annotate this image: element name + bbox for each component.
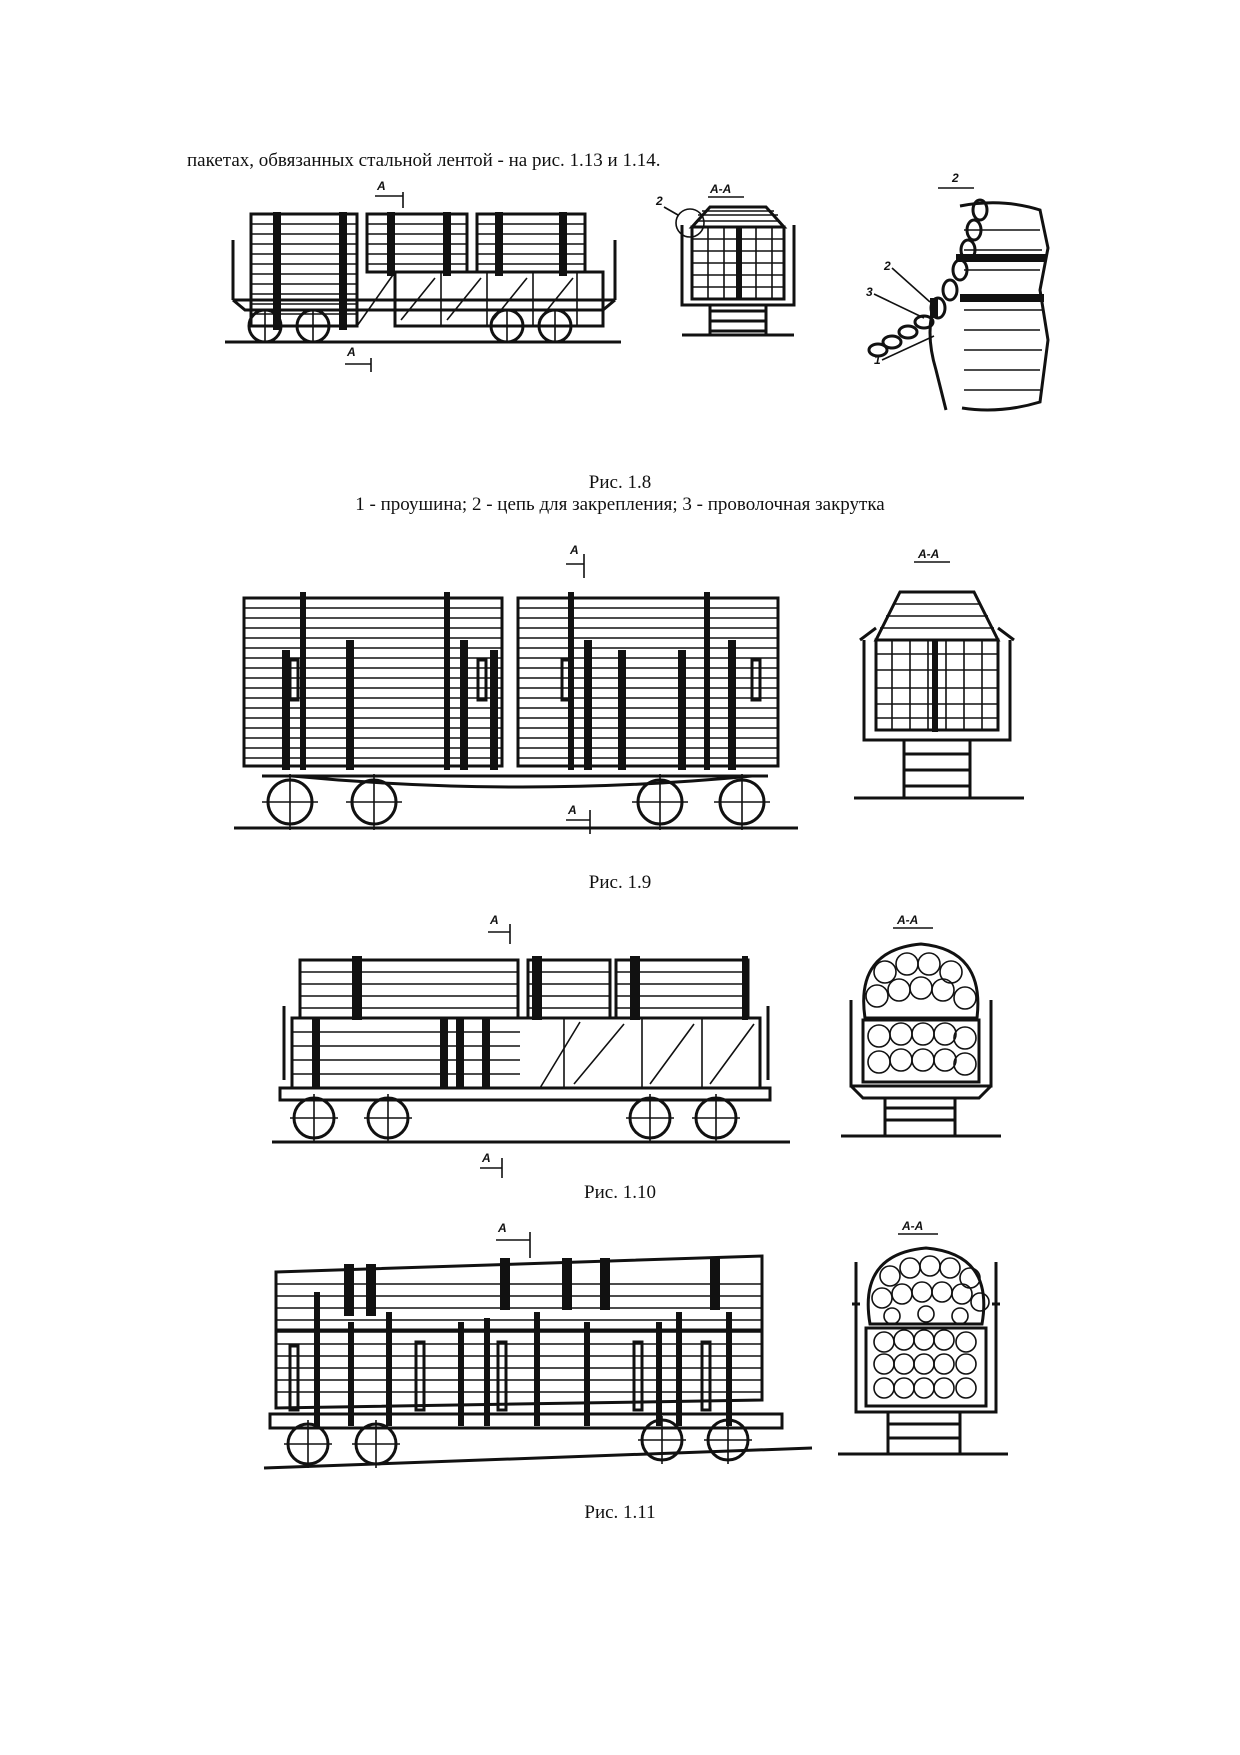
wheels — [290, 1094, 740, 1142]
section-marker-bottom: А — [346, 345, 356, 359]
figure-1-8-detail-view: 2 3 2 1 — [866, 171, 1050, 412]
timber-load — [242, 596, 780, 768]
section-label: А-А — [917, 547, 939, 561]
round-logs-upper — [862, 942, 980, 1020]
caption-fig-1-9: Рис. 1.9 — [588, 872, 652, 893]
callout-2b: 2 — [883, 259, 891, 273]
figure-1-11-section-view: А-А — [838, 1219, 1008, 1456]
section-label: А-А — [709, 182, 731, 196]
caption-fig-1-8: Рис. 1.8 — [588, 472, 652, 493]
round-logs-lower — [864, 1326, 988, 1408]
figure-1-9-side-view: А — [234, 543, 798, 830]
section-marker-top: А — [489, 913, 499, 927]
legend-fig-1-8: 1 - проушина; 2 - цепь для закрепления; … — [355, 494, 885, 515]
section-label: А-А — [901, 1219, 923, 1233]
timber-lower — [290, 1016, 762, 1090]
callout-3: 3 — [866, 285, 873, 299]
detail-marker: 2 — [951, 171, 959, 185]
figure-1-8-section-view: А-А 2 — [655, 182, 796, 337]
lead-paragraph: пакетах, обвязанных стальной лентой - на… — [187, 150, 661, 171]
stakes — [288, 1292, 732, 1426]
callout-1: 1 — [874, 353, 881, 367]
callout-2: 2 — [655, 194, 663, 208]
wheels — [262, 774, 770, 830]
section-marker-top: А — [497, 1221, 507, 1235]
wheels — [247, 308, 573, 344]
figure-1-11-side-view: А — [263, 1221, 813, 1470]
round-logs-lower — [861, 1018, 981, 1084]
section-marker-top: А — [569, 543, 579, 557]
timber-upper — [298, 956, 750, 1020]
caption-fig-1-10: Рис. 1.10 — [584, 1182, 656, 1203]
figure-1-10-side-view: А А — [272, 913, 790, 1178]
caption-fig-1-11: Рис. 1.11 — [584, 1502, 656, 1523]
figure-1-9-bottom-marker: А — [566, 803, 591, 834]
chain — [867, 198, 989, 358]
figure-1-9-section-view: А-А — [854, 547, 1024, 800]
figure-1-10-section-view: А-А — [841, 913, 1001, 1138]
section-marker-top: А — [376, 179, 386, 193]
figure-1-8-side-view: А А — [225, 179, 621, 372]
stakes — [282, 592, 762, 770]
round-logs-upper — [866, 1246, 990, 1326]
section-marker-bottom: А — [481, 1151, 491, 1165]
section-label: А-А — [896, 913, 918, 927]
section-marker-bottom: А — [567, 803, 577, 817]
